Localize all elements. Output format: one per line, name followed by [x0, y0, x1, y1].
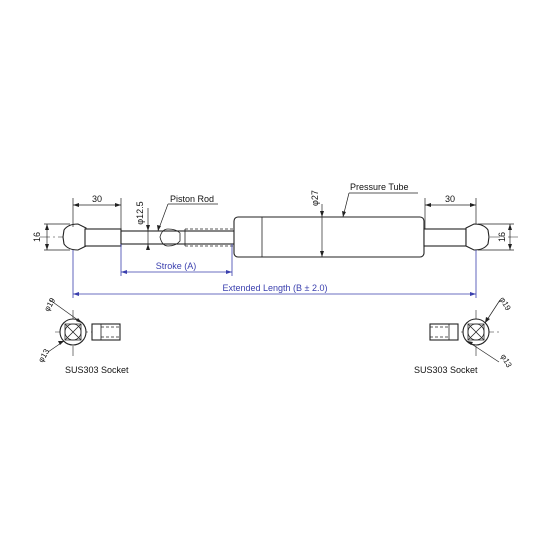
left-socket-inner-label: φ13	[36, 347, 51, 364]
left-end-height-label: 16	[32, 232, 42, 242]
left-end-fitting	[62, 223, 128, 251]
tube-diameter-label: φ27	[310, 190, 320, 206]
right-ball-socket	[465, 223, 490, 251]
left-end-length-label: 30	[92, 194, 102, 204]
piston-rod-label: Piston Rod	[170, 194, 214, 204]
left-end-collar	[84, 228, 122, 247]
left-socket-outer-label: φ19	[42, 296, 57, 313]
gas-spring-assembly	[40, 216, 520, 258]
right-end-height-label: 16	[497, 232, 507, 242]
rod-diameter-label: φ12.5	[135, 201, 145, 224]
piston-rod-body	[120, 230, 236, 245]
right-end-length-label: 30	[445, 194, 455, 204]
left-socket-label: SUS303 Socket	[65, 365, 129, 375]
right-end-fitting	[423, 223, 490, 251]
left-ball-socket	[62, 223, 87, 251]
dimension-annotations: 30 16 φ12.5 Piston Rod φ27 Pressure Tube	[32, 182, 514, 298]
left-socket-shank	[91, 323, 121, 341]
left-socket-detail: φ19 φ13 SUS303 Socket	[36, 296, 129, 375]
right-socket-label: SUS303 Socket	[414, 365, 478, 375]
right-end-collar	[423, 228, 467, 247]
right-socket-outer-label: φ19	[498, 295, 513, 312]
right-socket-detail: φ19 φ13 SUS303 Socket	[414, 295, 514, 375]
pressure-tube	[233, 216, 425, 258]
right-socket-shank	[429, 323, 459, 341]
piston-rod	[120, 228, 236, 247]
extended-length-label: Extended Length (B ± 2.0)	[222, 283, 327, 293]
right-socket-inner-label: φ13	[499, 352, 514, 369]
pressure-tube-body	[233, 216, 425, 258]
pressure-tube-label: Pressure Tube	[350, 182, 409, 192]
stroke-label: Stroke (A)	[156, 261, 197, 271]
